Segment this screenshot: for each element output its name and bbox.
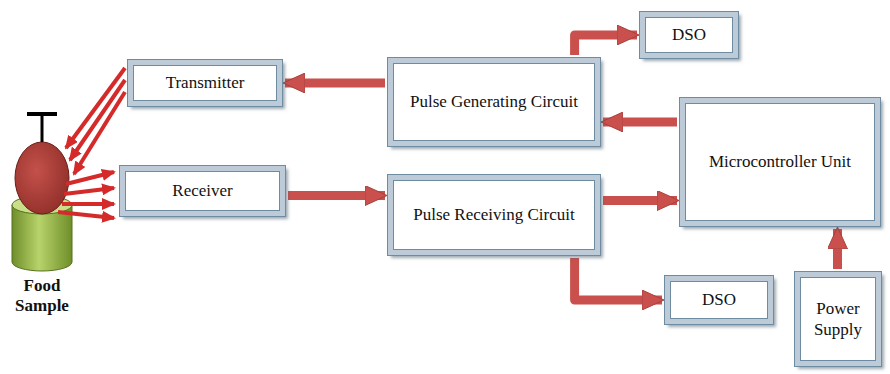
process-box: Power Supply [795, 272, 881, 366]
flow-arrow [575, 258, 662, 300]
process-box: Microcontroller Unit [680, 98, 880, 226]
flow-arrow [285, 79, 385, 88]
box-label: Pulse Generating Circuit [410, 91, 578, 112]
box-label: DSO [702, 289, 736, 310]
sample-label: Food Sample [0, 276, 84, 317]
flow-arrow [288, 191, 385, 200]
box-label: Pulse Receiving Circuit [413, 204, 574, 225]
process-box: Pulse Generating Circuit [388, 58, 600, 146]
process-box: DSO [665, 276, 773, 324]
process-box: DSO [640, 12, 738, 58]
box-label: Microcontroller Unit [709, 151, 851, 172]
box-label: DSO [672, 24, 706, 45]
box-label: Power Supply [806, 298, 870, 341]
box-label: Transmitter [166, 72, 245, 93]
process-box: Transmitter [128, 60, 282, 106]
process-box: Receiver [120, 166, 285, 216]
flow-arrow [575, 35, 637, 55]
flow-arrow [603, 196, 677, 205]
flow-arrow [833, 229, 842, 269]
box-label: Receiver [172, 180, 232, 201]
process-box: Pulse Receiving Circuit [388, 175, 600, 255]
flow-arrow [603, 118, 677, 127]
